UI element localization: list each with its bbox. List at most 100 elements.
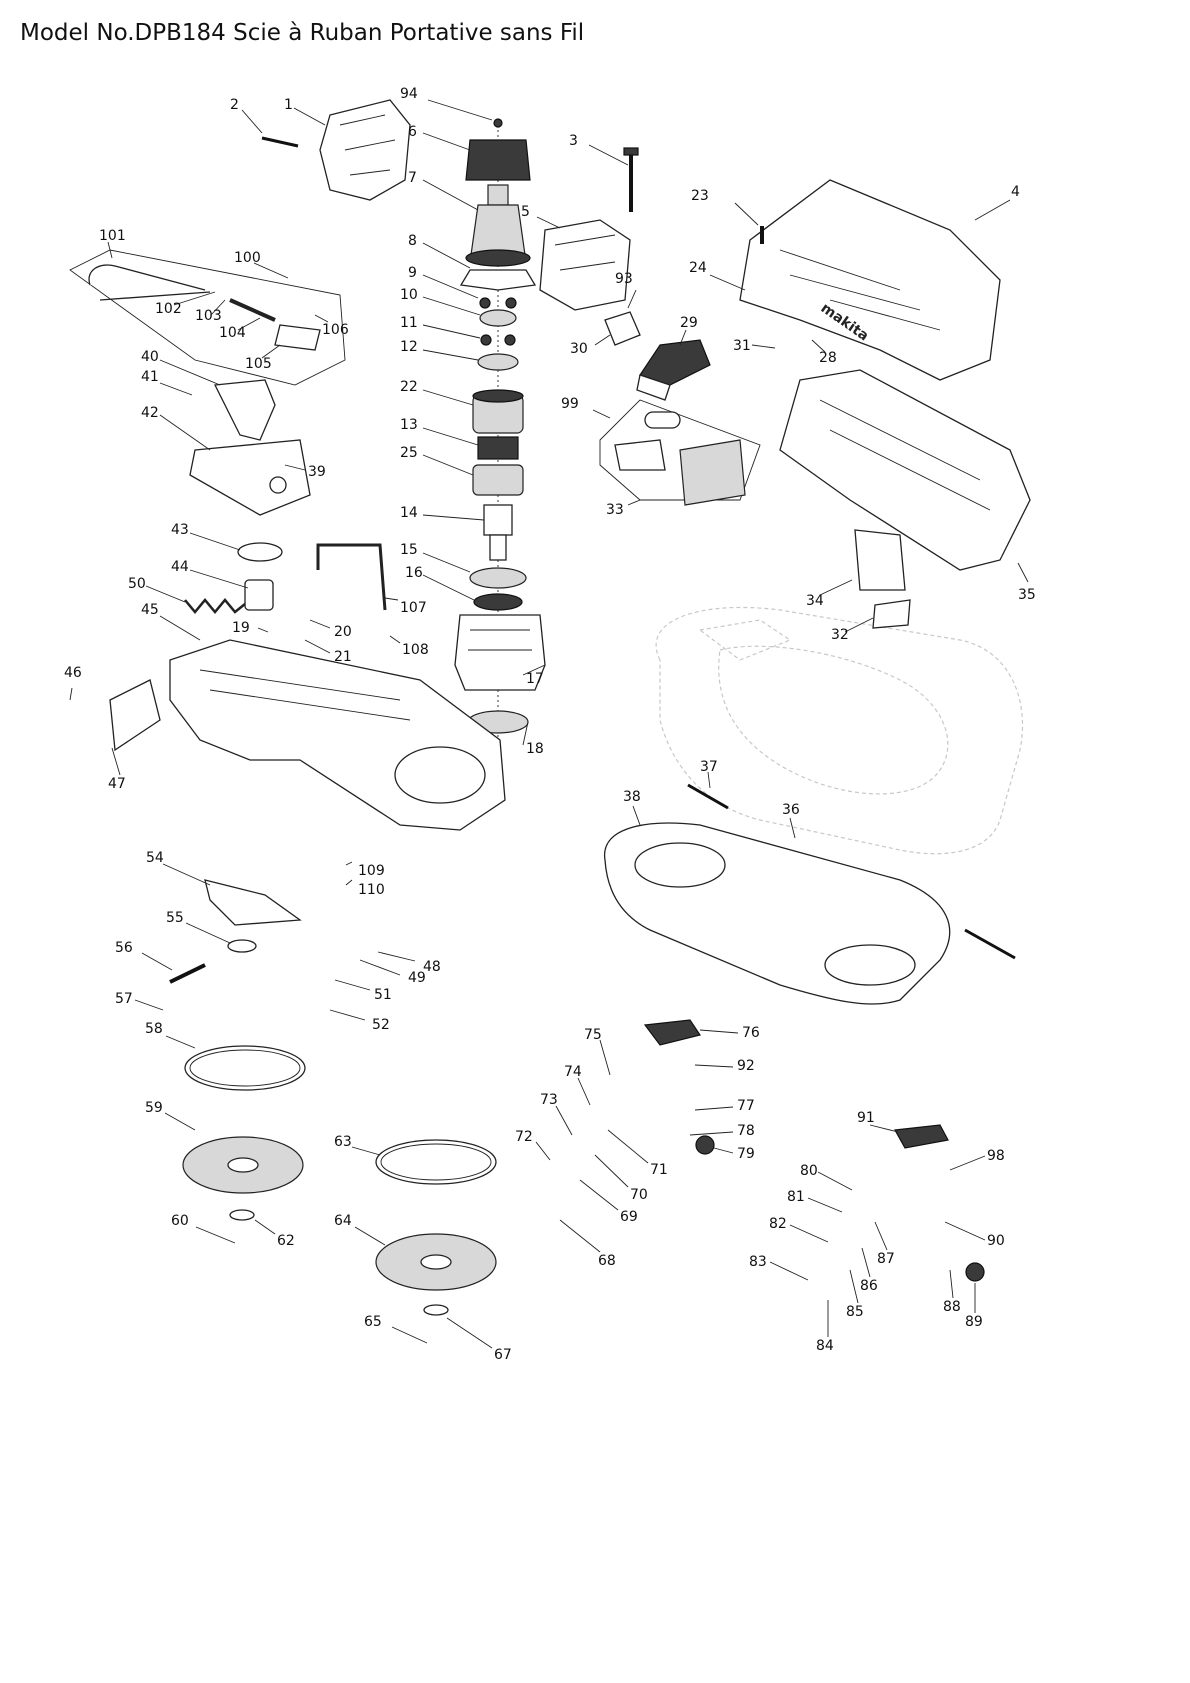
part-label: 64	[334, 1213, 352, 1229]
ghost-frame-outline	[655, 606, 1024, 855]
part-spring-50	[184, 598, 246, 614]
part-label: 83	[749, 1254, 767, 1270]
part-label: 36	[782, 802, 800, 818]
part-label: 89	[965, 1314, 983, 1330]
part-label: 39	[308, 464, 326, 480]
part-label: 56	[115, 940, 133, 956]
part-label: 12	[400, 339, 418, 355]
part-housing-1	[319, 99, 411, 201]
part-switch-34	[854, 529, 906, 591]
part-label: 8	[408, 233, 417, 249]
part-label: 23	[691, 188, 709, 204]
part-switch-30	[604, 311, 641, 346]
part-label: 73	[540, 1092, 558, 1108]
part-label: 28	[819, 350, 837, 366]
part-label: 46	[64, 665, 82, 681]
part-plate-42	[189, 439, 311, 516]
part-label: 43	[171, 522, 189, 538]
part-label: 84	[816, 1338, 834, 1354]
part-label: 90	[987, 1233, 1005, 1249]
part-label: 108	[402, 642, 429, 658]
part-label: 92	[737, 1058, 755, 1074]
part-label: 82	[769, 1216, 787, 1232]
part-label: 86	[860, 1278, 878, 1294]
part-knob-44	[244, 579, 274, 611]
part-label: 7	[408, 170, 417, 186]
part-label: 57	[115, 991, 133, 1007]
part-label: 1	[284, 97, 293, 113]
part-label: 80	[800, 1163, 818, 1179]
part-label: 88	[943, 1299, 961, 1315]
part-handle-107	[316, 543, 387, 611]
part-label: 37	[700, 759, 718, 775]
part-label: 65	[364, 1314, 382, 1330]
part-label: 10	[400, 287, 418, 303]
part-label: 87	[877, 1251, 895, 1267]
part-label: 103	[195, 308, 222, 324]
part-lever-40	[213, 379, 276, 441]
part-label: 19	[232, 620, 250, 636]
part-cover-38	[604, 783, 1016, 1005]
part-label: 9	[408, 265, 417, 281]
part-label: 50	[128, 576, 146, 592]
part-label: 47	[108, 776, 126, 792]
part-label: 59	[145, 1100, 163, 1116]
part-bracket-105	[229, 298, 321, 351]
part-label: 67	[494, 1347, 512, 1363]
part-label: 69	[620, 1209, 638, 1225]
part-wheel-59	[182, 1136, 304, 1194]
part-label: 105	[245, 356, 272, 372]
part-label: 94	[400, 86, 418, 102]
part-label: 38	[623, 789, 641, 805]
part-bearing-89	[965, 1262, 985, 1282]
part-label: 101	[99, 228, 126, 244]
part-label: 2	[230, 97, 239, 113]
part-label: 4	[1011, 184, 1020, 200]
part-bearing-79	[695, 1135, 715, 1155]
part-label: 68	[598, 1253, 616, 1269]
part-label: 5	[521, 204, 530, 220]
part-label: 49	[408, 970, 426, 986]
part-label: 74	[564, 1064, 582, 1080]
part-label: 6	[408, 124, 417, 140]
part-label: 76	[742, 1025, 760, 1041]
part-bracket-54	[204, 879, 302, 926]
part-label: 42	[141, 405, 159, 421]
part-label: 91	[857, 1110, 875, 1126]
part-label: 40	[141, 349, 159, 365]
part-label: 31	[733, 338, 751, 354]
part-label: 79	[737, 1146, 755, 1162]
part-wheel-64	[375, 1233, 497, 1291]
part-washer-67	[423, 1304, 449, 1316]
part-label: 81	[787, 1189, 805, 1205]
motor-stack	[454, 118, 546, 760]
part-label: 77	[737, 1098, 755, 1114]
part-label: 106	[322, 322, 349, 338]
part-label: 18	[526, 741, 544, 757]
part-label: 107	[400, 600, 427, 616]
part-label: 44	[171, 559, 189, 575]
part-label: 25	[400, 445, 418, 461]
part-controller-29	[636, 339, 711, 401]
part-label: 35	[1018, 587, 1036, 603]
part-label: 13	[400, 417, 418, 433]
part-label: 109	[358, 863, 385, 879]
part-label: 98	[987, 1148, 1005, 1164]
part-label: 99	[561, 396, 579, 412]
part-label: 110	[358, 882, 385, 898]
part-label: 55	[166, 910, 184, 926]
part-label: 45	[141, 602, 159, 618]
part-label: 48	[423, 959, 441, 975]
part-label: 62	[277, 1233, 295, 1249]
part-label-32	[872, 599, 911, 629]
part-label: 71	[650, 1162, 668, 1178]
part-frame-45	[169, 639, 506, 831]
part-screw-3	[623, 147, 639, 212]
part-washer-55	[227, 939, 257, 953]
part-label: 16	[405, 565, 423, 581]
part-label: 34	[806, 593, 824, 609]
part-guide-76	[643, 1019, 701, 1046]
part-label: 60	[171, 1213, 189, 1229]
part-label: 58	[145, 1021, 163, 1037]
